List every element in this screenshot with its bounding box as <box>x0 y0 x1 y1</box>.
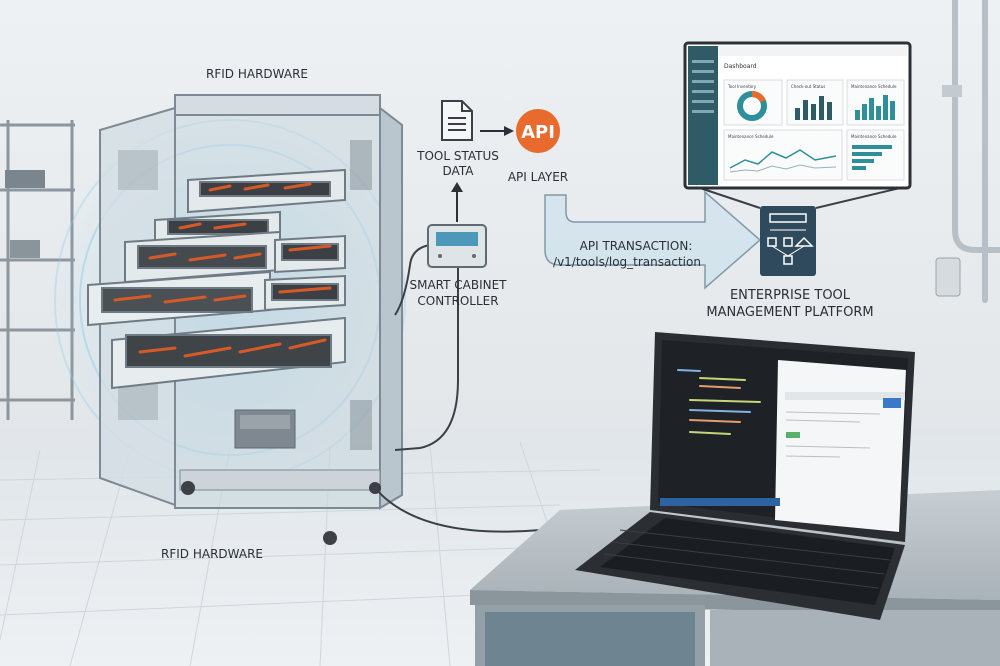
panel-title-3: Maintenance Schedule <box>851 84 897 89</box>
label-platform-1: ENTERPRISE TOOL <box>730 288 851 303</box>
panel-title-2: Check-out Status <box>791 84 825 89</box>
api-badge: API <box>516 109 560 153</box>
panel-title-4: Maintenance Schedule <box>728 134 774 139</box>
label-tool-status-2: DATA <box>443 164 475 178</box>
smart-tool-cabinet <box>87 94 403 545</box>
arrow-controller-to-status <box>451 182 463 222</box>
arrow-status-to-api <box>480 126 514 136</box>
label-platform-2: MANAGEMENT PLATFORM <box>706 305 873 320</box>
label-rfid-hardware-bottom: RFID HARDWARE <box>161 547 263 561</box>
panel-title-1: Tool Inventory <box>727 84 757 89</box>
dashboard-title: Dashboard <box>724 63 757 70</box>
label-tool-status-1: TOOL STATUS <box>416 149 499 163</box>
label-rfid-hardware-top: RFID HARDWARE <box>206 67 308 81</box>
label-api-layer: API LAYER <box>508 170 568 184</box>
label-api-transaction-2: /v1/tools/log_transaction <box>553 255 701 269</box>
smart-cabinet-controller <box>427 224 487 268</box>
document-icon <box>441 100 473 141</box>
panel-title-5: Maintenance Schedule <box>851 134 897 139</box>
label-controller-2: CONTROLLER <box>417 294 498 308</box>
network-hierarchy-icon <box>760 206 816 276</box>
label-api-transaction-1: API TRANSACTION: <box>580 239 693 253</box>
api-badge-text: API <box>521 122 555 143</box>
api-transaction-arrow <box>544 190 762 290</box>
laptop <box>575 332 915 620</box>
dashboard-screen: Dashboard Tool Inventory Check-out Statu… <box>683 41 912 209</box>
label-controller-1: SMART CABINET <box>409 278 507 292</box>
